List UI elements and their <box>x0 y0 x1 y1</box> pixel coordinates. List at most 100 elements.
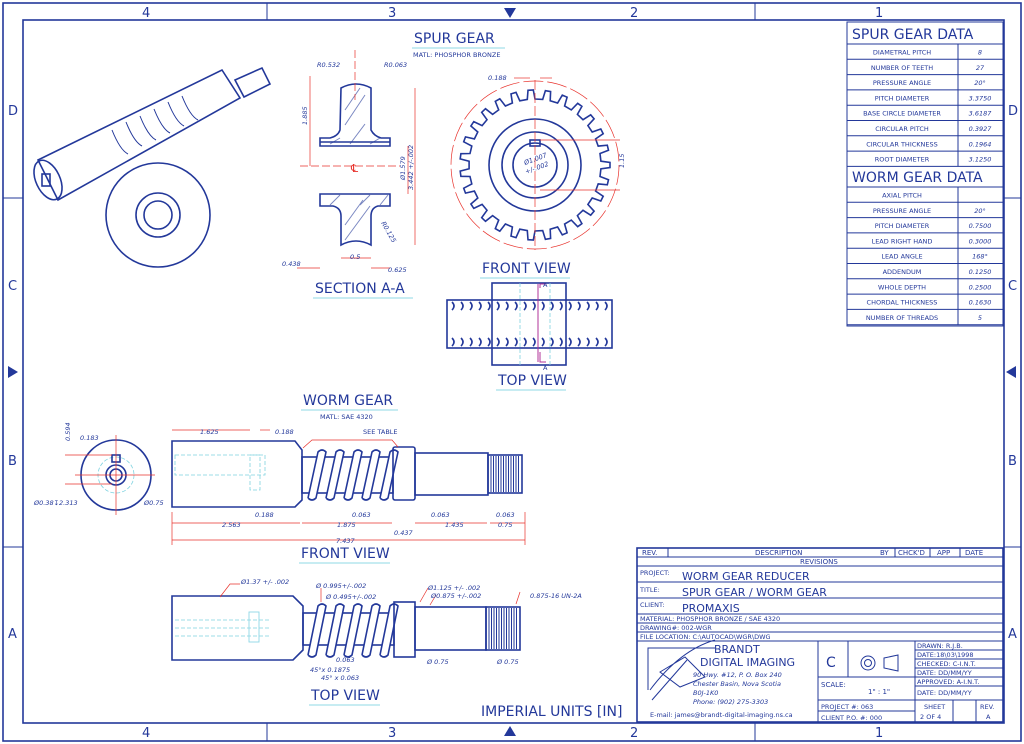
zone-row-d: D <box>8 104 18 119</box>
worm-gear-material: MATL: SAE 4320 <box>320 413 373 421</box>
dim-075: 0.75 <box>498 521 512 529</box>
zone-row-c: C <box>8 279 17 294</box>
worm-table-row-label: ADDENDUM <box>883 268 922 276</box>
spur-table-row-value: 8 <box>978 49 982 57</box>
dim-3442: 3.442 +/-.002 <box>407 145 415 190</box>
spur-table-row-value: 3.1250 <box>969 156 992 164</box>
client-label: CLIENT: <box>640 601 665 609</box>
zone-row-b: B <box>8 454 17 469</box>
spur-gear-material: MATL: PHOSPHOR BRONZE <box>413 51 500 59</box>
dim-0625: 0.625 <box>388 266 407 274</box>
spur-table-row-label: CIRCULAR THICKNESS <box>866 140 938 148</box>
worm-table-row-value: 0.1630 <box>969 299 992 307</box>
worm-gear-top-view <box>171 583 521 661</box>
dim-0594: 0.594 <box>64 422 72 441</box>
sheet-label: SHEET <box>924 703 945 711</box>
dim-d075-end: Ø0.75 <box>143 499 164 507</box>
spur-gear-top-view <box>446 282 613 366</box>
dim-d137: Ø1.37 +/- .002 <box>240 578 289 586</box>
approved-date: DATE: DD/MM/YY <box>917 689 972 697</box>
spur-gear-title: SPUR GEAR <box>414 31 495 47</box>
rev-header: REV. <box>642 549 657 557</box>
dim-0183: 0.183 <box>80 434 99 442</box>
centerline-symbol: ℄ <box>350 162 358 175</box>
company-address-3: B0J-1K0 <box>693 689 718 697</box>
spur-table-row-value: 0.1964 <box>969 140 992 148</box>
worm-table-row-label: NUMBER OF THREADS <box>866 314 938 322</box>
front-view-label: FRONT VIEW <box>482 261 571 277</box>
spur-table-row-value: 3.3750 <box>969 94 992 102</box>
revisions-label: REVISIONS <box>800 558 838 566</box>
dim-115: 1.15 <box>618 154 626 168</box>
projection-symbol-icon <box>860 654 899 672</box>
project-number: PROJECT #: 063 <box>821 703 873 711</box>
title-value: SPUR GEAR / WORM GEAR <box>682 586 827 599</box>
dim-chamfer-2: 45° x 0.063 <box>321 674 359 682</box>
drawn-by: DRAWN: R.J.B. <box>917 642 963 650</box>
scale-value: 1" : 1" <box>868 688 890 696</box>
spur-table-title: SPUR GEAR DATA <box>852 27 974 43</box>
dim-d075-b: Ø 0.75 <box>496 658 519 666</box>
rev-label: REV. <box>980 703 994 711</box>
zone-col-3-bottom: 3 <box>388 726 396 741</box>
section-marker-bottom: A <box>543 364 548 372</box>
company-logo <box>647 639 716 701</box>
checked-date: DATE: DD/MM/YY <box>917 669 972 677</box>
drawn-date: DATE:18\03\1998 <box>917 651 974 659</box>
worm-table-row-label: LEAD ANGLE <box>881 253 922 261</box>
client-value: PROMAXIS <box>682 602 740 615</box>
client-po: CLIENT P.O. #: 000 <box>821 714 882 722</box>
zone-col-2: 2 <box>630 6 638 21</box>
see-table-note: SEE TABLE <box>363 428 398 436</box>
dim-r0532: R0.532 <box>317 61 340 69</box>
dim-d0875: Ø0.875 +/-.002 <box>430 592 481 600</box>
dim-d1579: Ø1.579 <box>399 156 407 181</box>
material-line: MATERIAL: PHOSPHOR BRONZE / SAE 4320 <box>640 615 780 623</box>
spur-gear-front-view <box>450 77 620 250</box>
worm-table-row-label: WHOLE DEPTH <box>878 283 926 291</box>
spur-table-row-label: ROOT DIAMETER <box>875 156 930 164</box>
dim-d1125: Ø1.125 +/- .002 <box>427 584 480 592</box>
dim-7437: 7.437 <box>336 537 355 545</box>
company-name-1: BRANDT <box>714 643 760 656</box>
zone-row-c-right: C <box>1008 279 1017 294</box>
spur-table-row-value: 0.3927 <box>969 125 993 133</box>
section-a-a-label: SECTION A-A <box>315 281 405 297</box>
scale-label: SCALE: <box>821 681 846 689</box>
spur-table-row-value: 27 <box>976 64 985 72</box>
dim-0063-a: 0.063 <box>352 511 371 519</box>
dim-d075-a: Ø 0.75 <box>426 658 449 666</box>
dim-1885: 1.885 <box>301 106 309 125</box>
dim-05: 0.5 <box>350 253 360 261</box>
spur-table-row-label: NUMBER OF TEETH <box>871 64 933 72</box>
spur-table-row-label: PITCH DIAMETER <box>875 94 930 102</box>
company-address-1: 90 Hwy. #12, P. O. Box 240 <box>693 671 782 679</box>
title-label: TITLE: <box>639 586 660 594</box>
worm-table-row-label: PITCH DIAMETER <box>875 222 930 230</box>
date-header: DATE <box>965 549 983 557</box>
worm-table-row-label: PRESSURE ANGLE <box>873 207 931 215</box>
sheet-number: 2 OF 4 <box>920 713 941 721</box>
zone-col-1-bottom: 1 <box>875 726 883 741</box>
zone-row-a: A <box>8 627 17 642</box>
dim-r0063: R0.063 <box>384 61 407 69</box>
center-arrows <box>8 8 1016 736</box>
drawing-number: DRAWING#: 002-WGR <box>640 624 712 632</box>
dim-1435: 1.435 <box>445 521 464 529</box>
worm-front-view-label: FRONT VIEW <box>301 546 390 562</box>
zone-row-a-right: A <box>1008 627 1017 642</box>
dim-0188-bottom: 0.188 <box>255 511 274 519</box>
approved-by: APPROVED: A-I.N.T. <box>917 678 979 686</box>
dim-1625: 1.625 <box>200 428 219 436</box>
dim-0188-top: 0.188 <box>275 428 294 436</box>
dim-r0125: R0.125 <box>379 220 397 244</box>
by-header: BY <box>880 549 889 557</box>
spur-table-row-label: CIRCULAR PITCH <box>875 125 929 133</box>
zone-col-2-bottom: 2 <box>630 726 638 741</box>
worm-table-row-value: 20° <box>974 207 986 215</box>
top-view-label: TOP VIEW <box>497 373 567 389</box>
title-block: REV. DESCRIPTION BY CHCK'D APP DATE REVI… <box>636 547 1004 723</box>
checked-by: CHECKED: C-I.N.T. <box>917 660 976 668</box>
